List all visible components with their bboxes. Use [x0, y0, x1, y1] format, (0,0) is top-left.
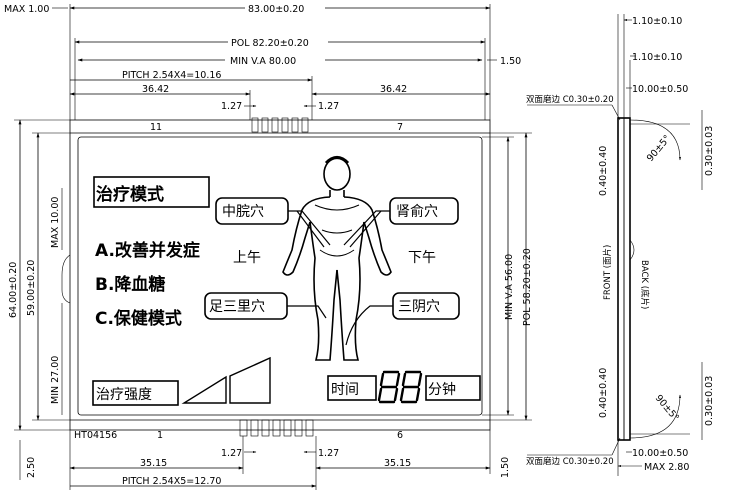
shenshu-label: 肾俞穴: [396, 203, 438, 220]
dim-min-27: MIN 27.00: [50, 356, 61, 404]
dim-height-pol: 59.00±0.20: [26, 260, 37, 316]
human-figure-icon: [282, 156, 392, 361]
lcd-content: 治疗模式 A.改善并发症 B.降血糖 C.保健模式 上午 下午 中脘穴 肾俞穴 …: [92, 156, 481, 406]
dim-va-height: MIN V.A 56.00: [504, 254, 515, 320]
angle-bottom: 90±5°: [653, 393, 681, 424]
dim-pitch-top: PITCH 2.54X4=10.16: [122, 70, 221, 81]
am-label: 上午: [233, 250, 261, 266]
left-notch: [61, 254, 71, 304]
dim-pin-pitch-left: 1.27: [221, 101, 242, 112]
profile-v-bot-left: 0.40±0.40: [598, 368, 609, 418]
back-label: BACK (底片): [639, 260, 650, 309]
right-dimensions: MIN V.A 56.00 POL 58.20±0.20 1.50: [482, 132, 533, 478]
dim-right-span: 36.42: [380, 84, 407, 95]
front-label: FRONT (面片): [602, 245, 613, 300]
dim-left-span: 36.42: [142, 84, 169, 95]
dim-height-total: 64.00±0.20: [8, 262, 19, 318]
sanyin-label: 三阴穴: [398, 299, 440, 315]
dim-max-10: MAX 10.00: [50, 197, 61, 248]
bottom-pins: [239, 419, 314, 437]
model-number: HT04156: [74, 430, 117, 441]
profile-v-top-left: 0.40±0.40: [598, 146, 609, 196]
pin-1-label: 1: [157, 430, 163, 441]
dim-bot-pitch-left: 1.27: [221, 448, 242, 459]
time-label: 时间: [331, 382, 359, 398]
dim-va: MIN V.A 80.00: [230, 56, 296, 67]
profile-v-top-right: 0.30±0.03: [704, 126, 715, 176]
dim-bot-left-span: 35.15: [140, 458, 167, 469]
intensity-bars: [181, 356, 271, 404]
bottom-dimensions: 1.27 1.27 35.15 35.15 PITCH 2.54X5=12.70: [69, 430, 491, 490]
top-dimensions: MAX 1.00 83.00±0.20 POL 82.20±0.20 MIN V…: [4, 2, 521, 120]
dim-bottom-offset: 2.50: [26, 457, 37, 478]
dim-pol: POL 82.20±0.20: [231, 38, 309, 49]
glass-outline: 11 7 HT04156 1 6: [61, 117, 491, 441]
intensity-label: 治疗强度: [96, 387, 152, 403]
angle-top: 90±5°: [645, 133, 673, 164]
zusanli-label: 足三里穴: [209, 299, 265, 315]
dim-pin-pitch-right: 1.27: [318, 101, 339, 112]
left-dimensions: 64.00±0.20 59.00±0.20 MAX 10.00 MIN 27.0…: [8, 119, 70, 480]
acupoint-pointers: [287, 210, 393, 346]
dim-right-bottom-offset: 1.50: [500, 457, 511, 478]
profile-t4: 10.00±0.50: [632, 448, 688, 459]
pin-11-label: 11: [150, 122, 162, 133]
dim-bot-right-span: 35.15: [384, 458, 411, 469]
dim-bot-pitch-right: 1.27: [318, 448, 339, 459]
mode-title: 治疗模式: [96, 184, 164, 205]
dim-overall: 83.00±0.20: [248, 4, 304, 15]
profile-max-bottom: MAX 2.80: [644, 462, 689, 473]
minutes-box: [425, 375, 481, 401]
pm-label: 下午: [408, 250, 436, 266]
profile-t3: 10.00±0.50: [632, 84, 688, 95]
profile-v-bot-right: 0.30±0.03: [704, 376, 715, 426]
option-a: A.改善并发症: [95, 240, 200, 261]
intensity-box: [92, 380, 179, 406]
seven-segment-digits: [377, 370, 423, 404]
edge-bottom-note: 双面磨边 C0.30±0.20: [526, 456, 614, 467]
time-box: [327, 375, 377, 401]
dim-right-offset: 1.50: [500, 56, 521, 67]
top-pins: [251, 117, 309, 133]
minutes-label: 分钟: [428, 381, 456, 398]
option-b: B.降血糖: [95, 274, 165, 295]
pin-6-label: 6: [397, 430, 403, 441]
pin-7-label: 7: [397, 122, 403, 133]
dim-max-left: MAX 1.00: [4, 4, 49, 15]
zhongwan-label: 中脘穴: [222, 204, 264, 220]
edge-top-note: 双面磨边 C0.30±0.20: [526, 94, 614, 105]
profile-t2: 1.10±0.10: [632, 52, 682, 63]
option-c: C.保健模式: [95, 308, 182, 329]
viewing-area: [77, 136, 483, 416]
dim-pitch-bottom: PITCH 2.54X5=12.70: [122, 476, 221, 487]
profile-t1: 1.10±0.10: [632, 16, 682, 27]
mode-title-box: [93, 176, 210, 208]
dim-pol-height: POL 58.20±0.20: [522, 248, 533, 326]
side-profile: 1.10±0.10 1.10±0.10 10.00±0.50 双面磨边 C0.3…: [526, 14, 715, 476]
